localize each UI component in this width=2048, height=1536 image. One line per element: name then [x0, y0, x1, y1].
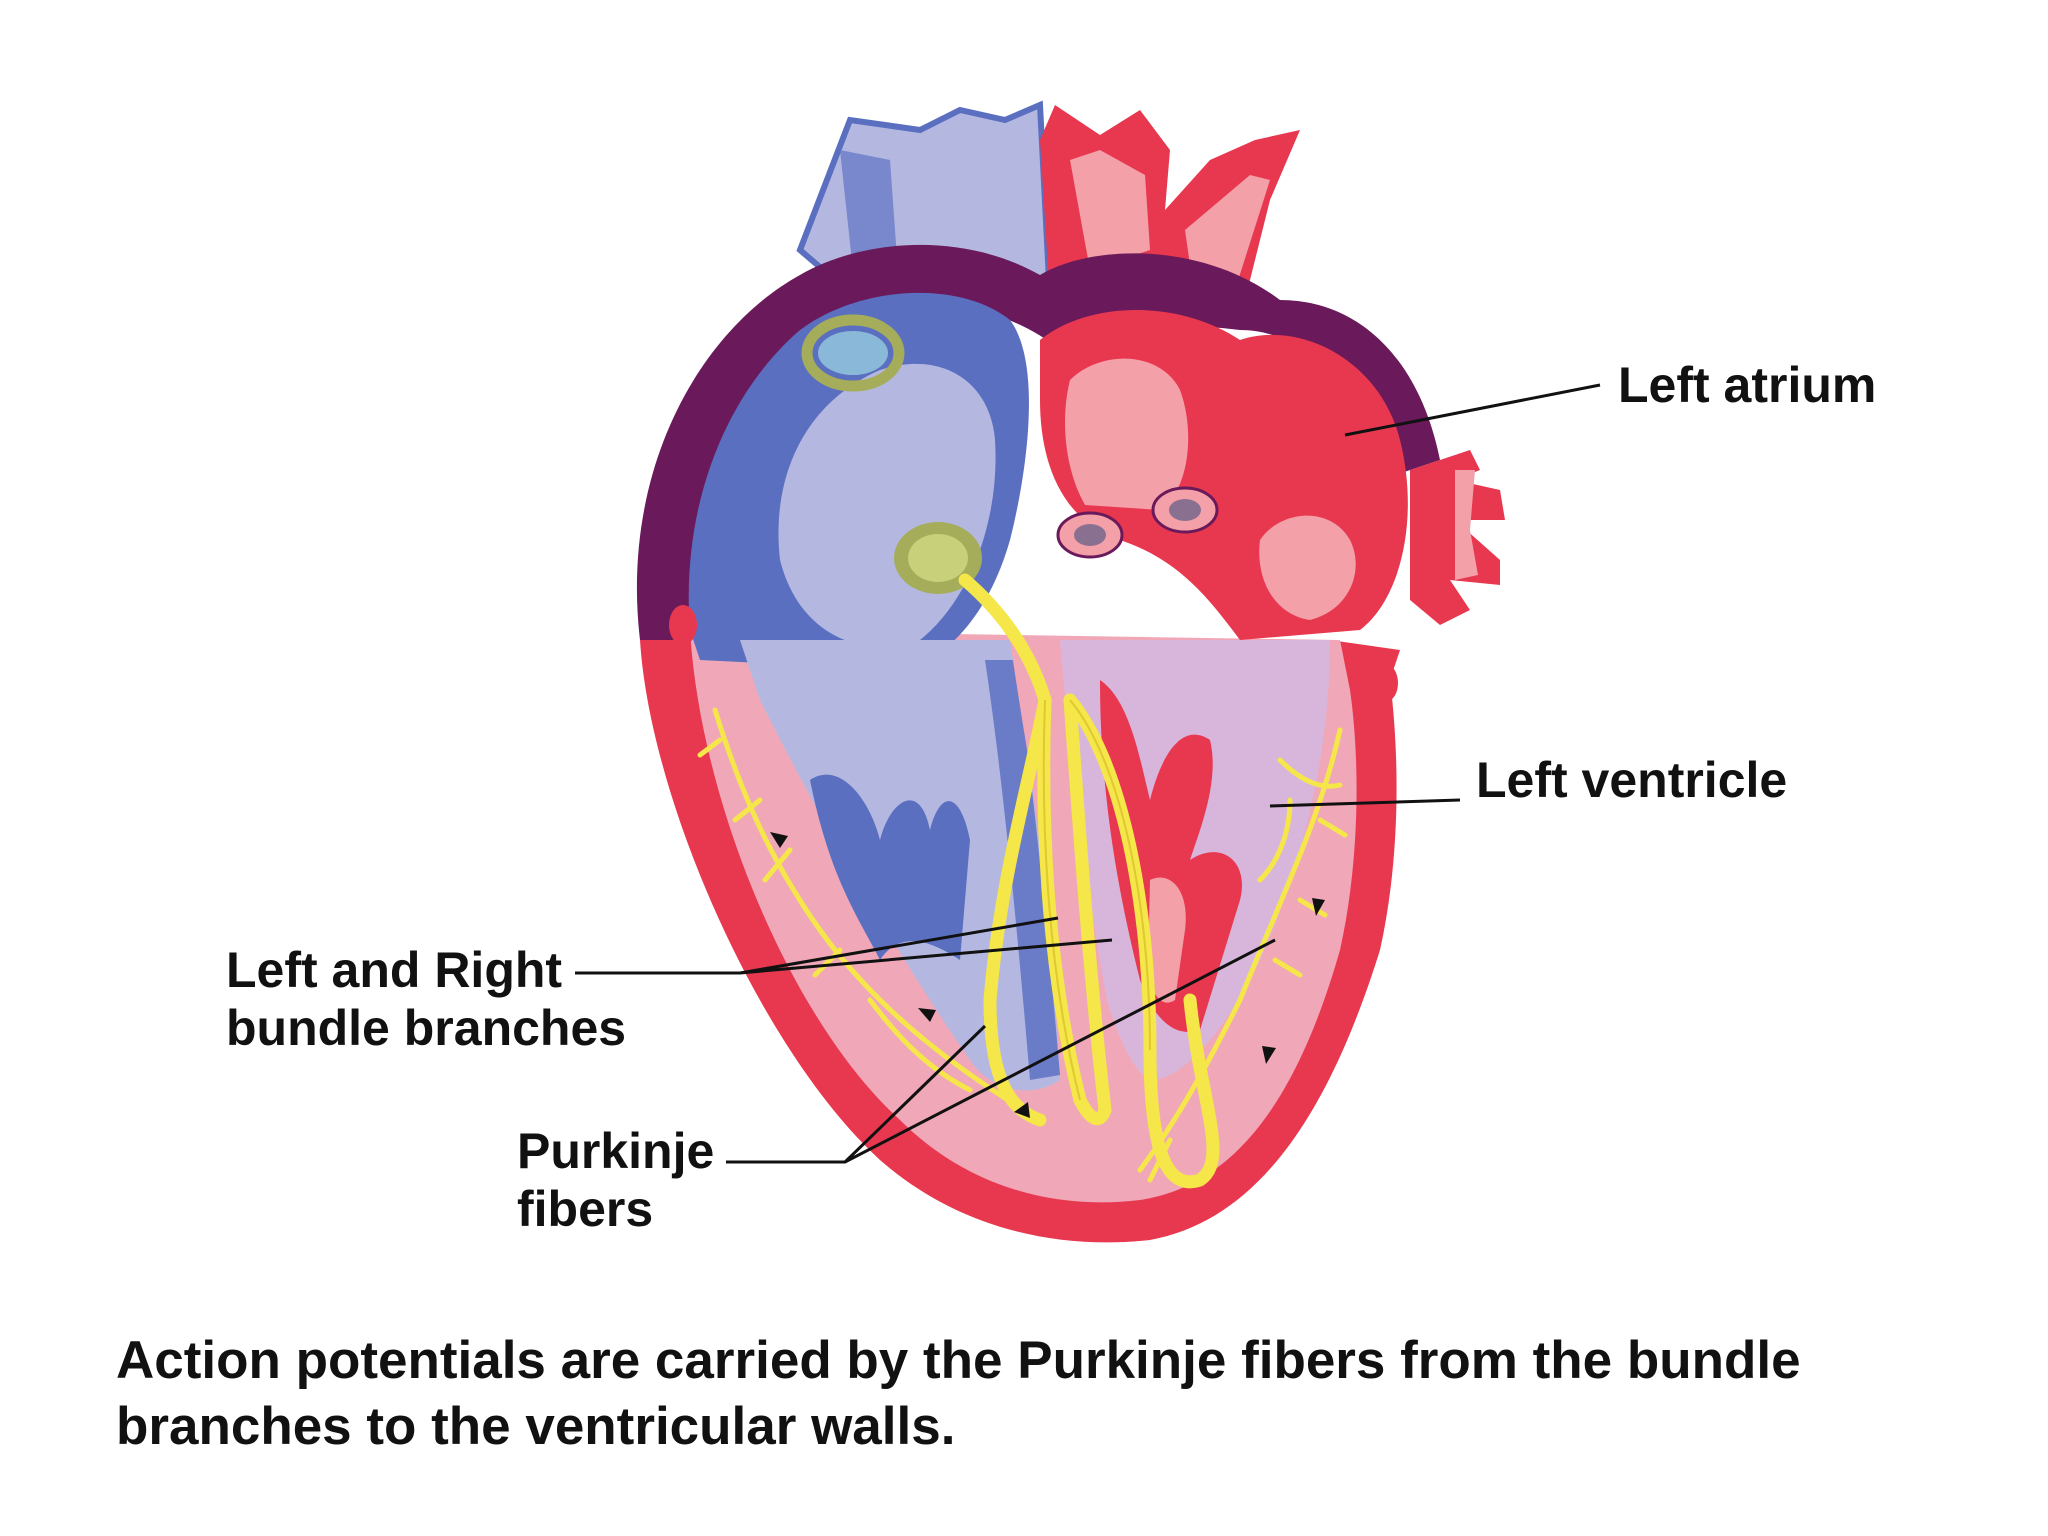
pericardium-outer	[636, 244, 1440, 640]
label-purkinje: Purkinje fibers	[517, 1122, 714, 1238]
label-bundle-branches: Left and Right bundle branches	[226, 941, 626, 1057]
left-ventricle-papillary-inner	[1148, 877, 1186, 1003]
right-ventricle-band	[985, 660, 1060, 1080]
leader-bundle-branches	[575, 916, 1113, 975]
label-purkinje-line-2: fibers	[517, 1181, 654, 1237]
purkinje-fibers	[697, 707, 1348, 1183]
aortic-valve-left-core	[1074, 524, 1106, 546]
aortic-valve-right-core	[1169, 499, 1201, 521]
sa-node	[801, 314, 905, 392]
left-atrium-inner	[1065, 358, 1189, 510]
leader-left-atrium	[1344, 383, 1601, 437]
label-left-atrium-text: Left atrium	[1618, 357, 1877, 413]
caption: Action potentials are carried by the Pur…	[116, 1328, 1996, 1460]
purkinje-arrows	[770, 832, 1325, 1118]
label-bundle-branches-line-2: bundle branches	[226, 1000, 627, 1056]
label-left-ventricle: Left ventricle	[1476, 751, 1787, 809]
av-node-core	[908, 534, 968, 582]
coronary-nub-right	[1376, 665, 1398, 701]
left-ventricle-papillary	[1100, 680, 1242, 1032]
label-left-ventricle-text: Left ventricle	[1476, 752, 1788, 808]
bundle-branches-outline	[1042, 699, 1151, 1101]
right-ventricle-trabeculae	[810, 774, 970, 960]
leader-purkinje	[726, 938, 1276, 1164]
label-left-atrium: Left atrium	[1618, 356, 1876, 414]
caption-line-2: branches to the ventricular walls.	[116, 1397, 956, 1456]
caption-line-1: Action potentials are carried by the Pur…	[116, 1331, 1801, 1390]
sa-node-core	[818, 331, 888, 375]
leader-left-ventricle	[1269, 798, 1461, 808]
label-bundle-branches-line-1: Left and Right	[226, 942, 563, 998]
pulmonary-veins-inner	[1455, 470, 1478, 580]
aorta-inner	[1070, 150, 1150, 270]
coronary-nub-left	[669, 605, 697, 645]
label-purkinje-line-1: Purkinje	[517, 1123, 715, 1179]
leader-lines	[575, 383, 1601, 1164]
pulmonary-vein-opening	[1259, 515, 1356, 620]
